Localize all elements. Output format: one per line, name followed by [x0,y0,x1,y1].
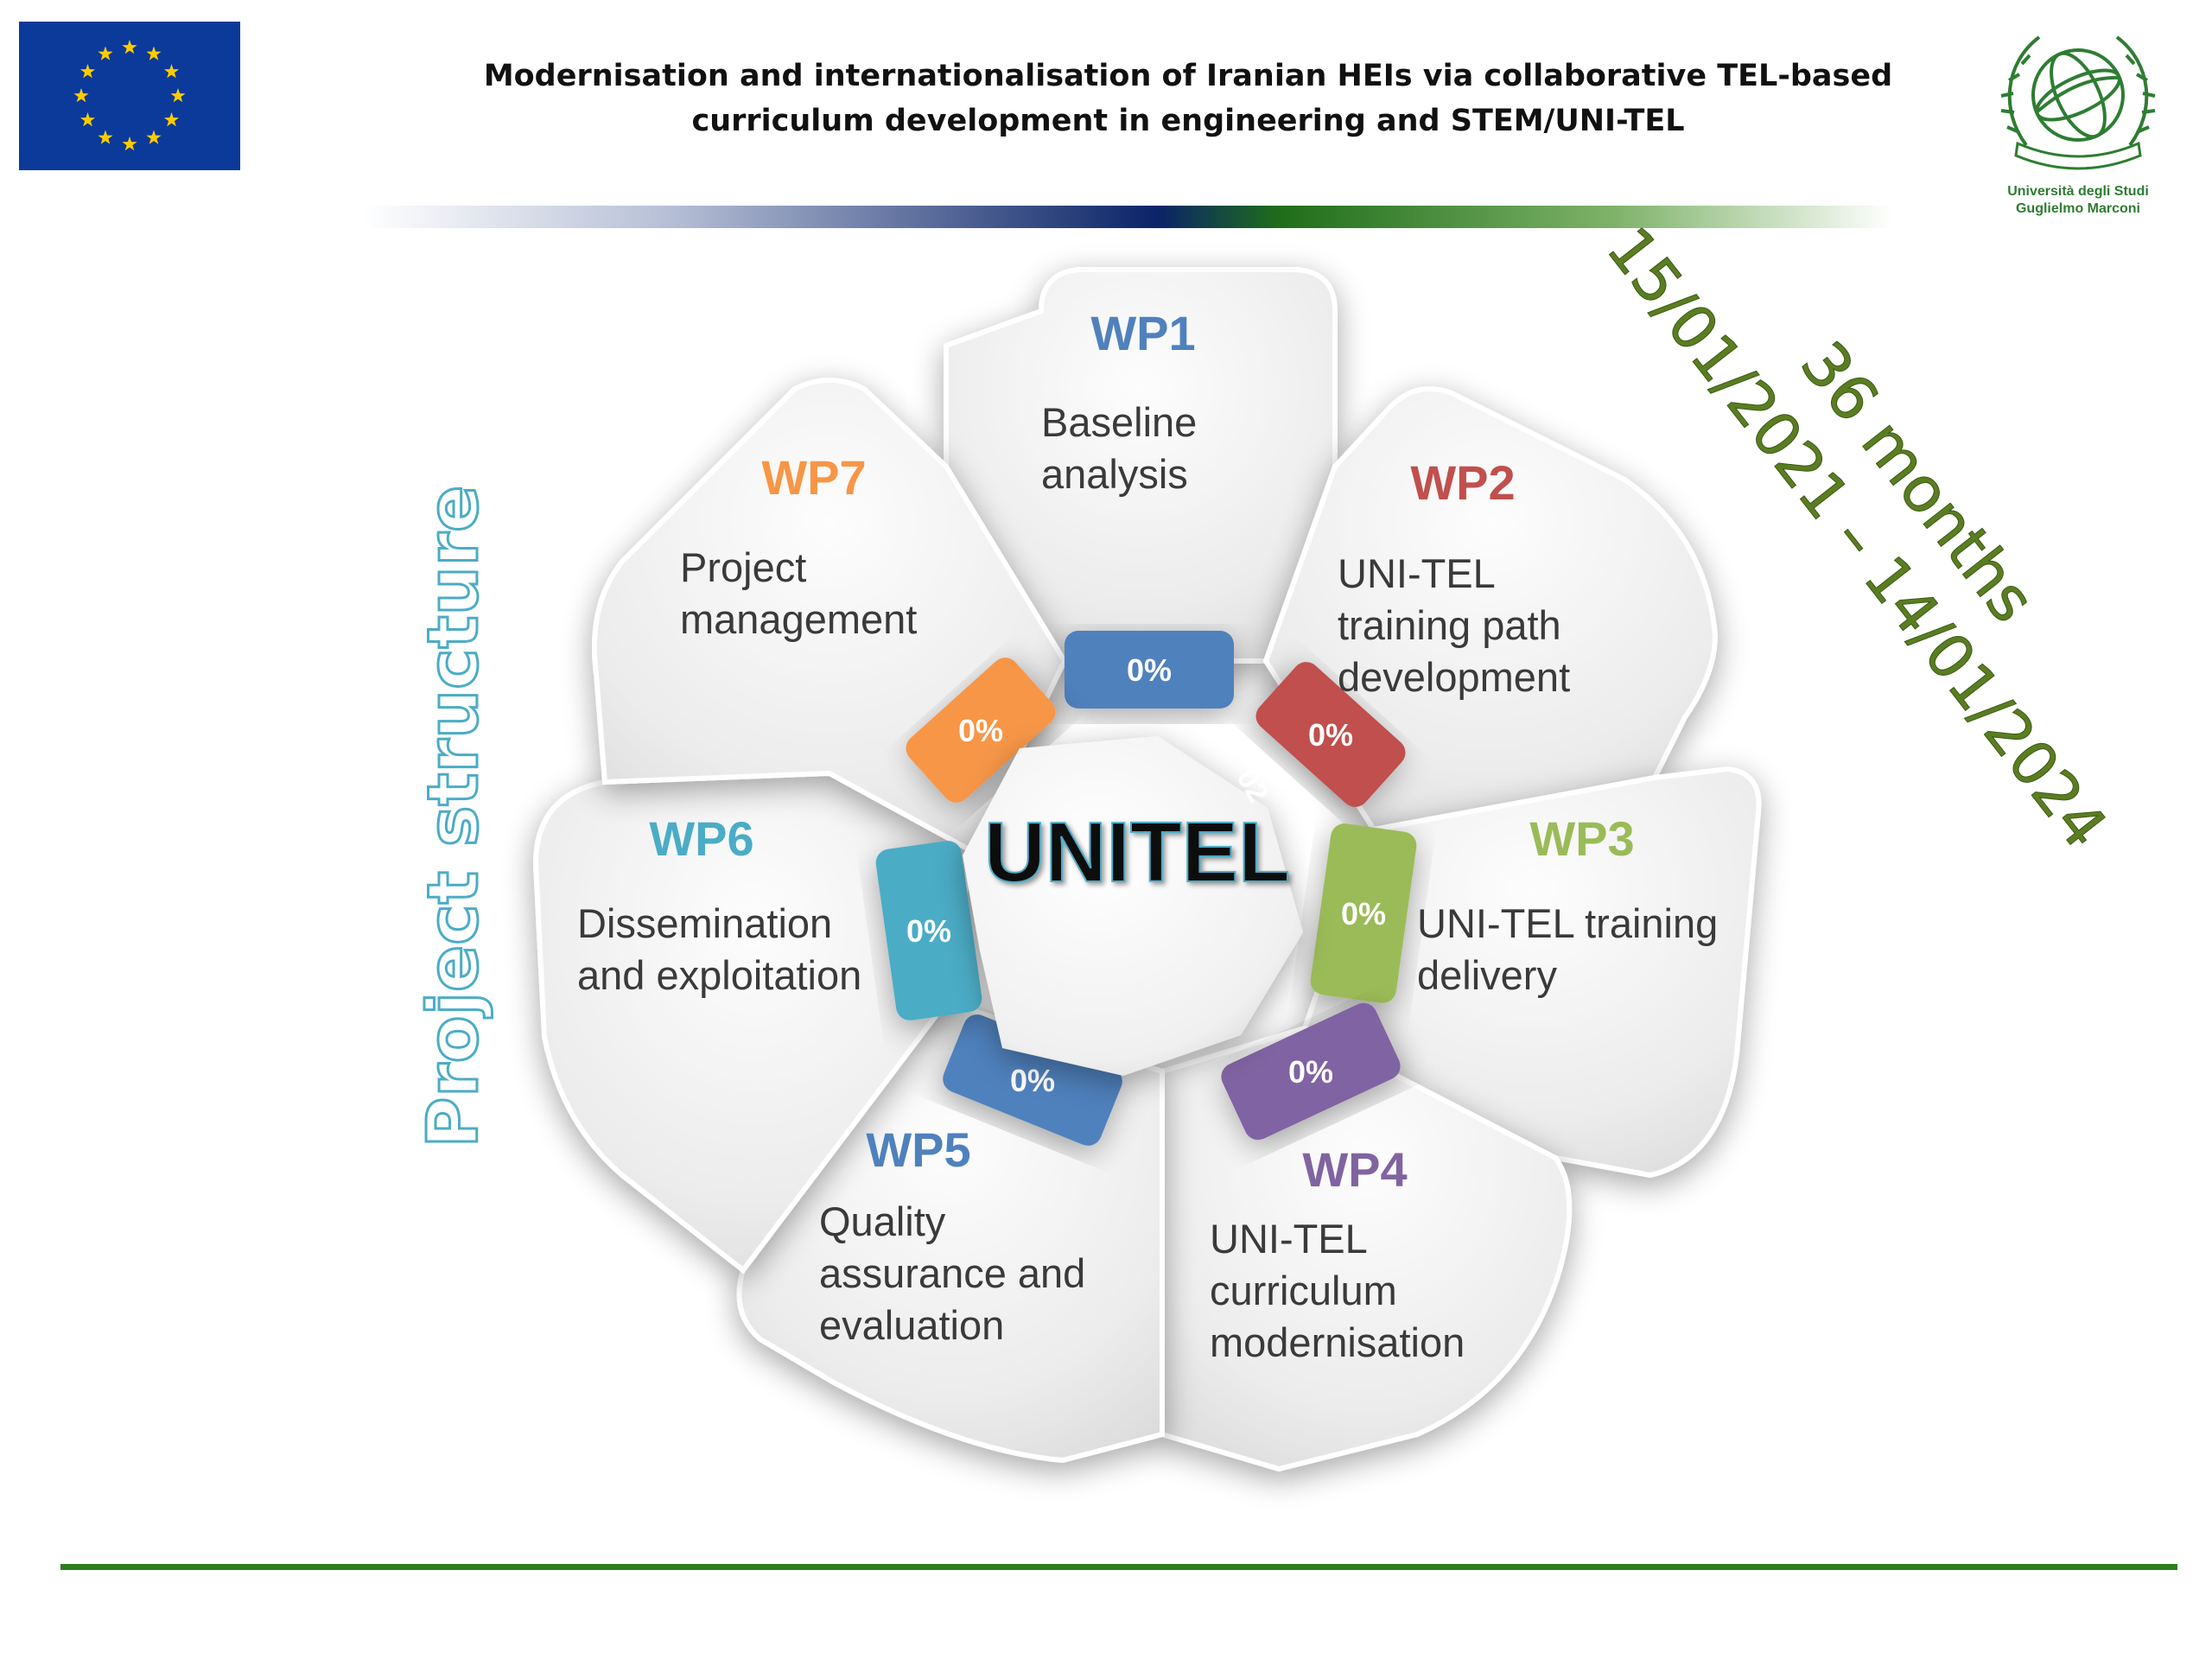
wp3-progress-tab [1310,823,1417,1003]
wp6-label-line-2: and exploitation [577,952,861,998]
wp1-progress-value: 0% [1127,652,1172,688]
wp7-progress-value: 0% [958,713,1003,748]
title-line-2: curriculum development in engineering an… [691,104,1685,138]
side-label: Project structure [413,486,493,1148]
wp2-label-line-3: development [1338,654,1570,700]
wp4-progress-tab-shape [1221,1002,1401,1141]
wp7-progress-tab [906,658,1056,803]
eu-star-icon [98,130,113,144]
wp6-progress-value: 0% [906,913,951,949]
wp6-label-line-1: Dissemination [577,900,832,946]
header-gradient-bar [363,206,1892,228]
wp4-label-line-3: modernisation [1210,1319,1465,1365]
wp7-label-line-1: Project [680,544,806,590]
wp2-label-line-2: training path [1338,602,1561,648]
wp1-label-line-1: Baseline [1041,399,1197,445]
wp1-progress-tab-shape [1065,631,1234,709]
wp5-label-line-2: assurance and [819,1250,1085,1296]
wp3-label-line-2: delivery [1417,952,1557,998]
wp3-label-line-1: UNI-TEL training [1417,900,1718,946]
eu-star-icon [163,112,180,127]
wp6-progress-tab [875,841,982,1020]
title-line-1: Modernisation and internationalisation o… [483,59,1893,93]
wp5-label-line-1: Quality [819,1198,946,1244]
eu-flag-icon [19,22,240,170]
wp4-label-line-2: curriculum [1210,1268,1397,1313]
wp5-id: WP5 [866,1122,970,1177]
center-hub [963,736,1303,1076]
center-label: UNITEL [984,804,1290,899]
globe-icon [2031,48,2125,142]
wp5-label-line-3: evaluation [819,1302,1004,1348]
wp1-progress-tab [1065,631,1234,709]
wp3-progress-value: 0% [1341,896,1386,931]
logo-line-2: Guglielmo Marconi [2016,201,2140,216]
eu-star-icon [146,130,162,144]
wp7-label-line-2: management [680,596,917,642]
wp5-progress-tab-shape [943,1014,1122,1146]
laurel-icon [2000,35,2156,147]
eu-star-icon [73,88,89,103]
footer-line [60,1564,2177,1570]
eu-star-icon [122,40,137,54]
wp1-petal [944,267,1338,664]
wp1-id: WP1 [1090,306,1195,360]
page-title: Modernisation and internationalisation o… [328,54,2048,143]
logo-line-1: Università degli Studi [2007,184,2149,199]
wp3-progress-tab-shape [1310,823,1417,1003]
wp3-petal [1301,766,1762,1179]
eu-star-icon [79,64,96,79]
wp6-petal [532,770,976,1274]
wp4-progress-tab [1221,1002,1401,1141]
wp5-progress-value: 0% [1010,1063,1055,1098]
wp1-label-line-2: analysis [1041,451,1188,497]
wp2-id: WP2 [1410,455,1515,510]
wp4-id: WP4 [1302,1142,1407,1197]
eu-star-icon [170,88,186,103]
wp3-id: WP3 [1529,811,1634,866]
wp7-id: WP7 [761,450,866,505]
wp4-progress-value: 0% [1288,1054,1333,1090]
university-logo: Università degli Studi Guglielmo Marconi [2000,35,2156,216]
wp2-petal [1262,386,1719,833]
eu-star-icon [163,64,180,79]
eu-star-icon [98,46,113,60]
wp6-id: WP6 [649,811,753,866]
eu-star-icon [122,137,137,151]
ribbon-icon [2014,141,2142,170]
wp5-progress-tab [943,1014,1122,1146]
wp2-progress-tab-shape [1255,662,1406,807]
wp2-progress-tab [1255,662,1406,807]
wp2-label-line-1: UNI-TEL [1338,550,1496,596]
wp4-label-line-1: UNI-TEL [1210,1216,1368,1262]
eu-star-icon [146,46,162,60]
wp2-progress-value: 0% [1308,717,1353,753]
wp7-progress-tab-shape [906,658,1056,803]
eu-star-icon [79,112,96,127]
wp6-progress-tab-shape [875,841,982,1020]
